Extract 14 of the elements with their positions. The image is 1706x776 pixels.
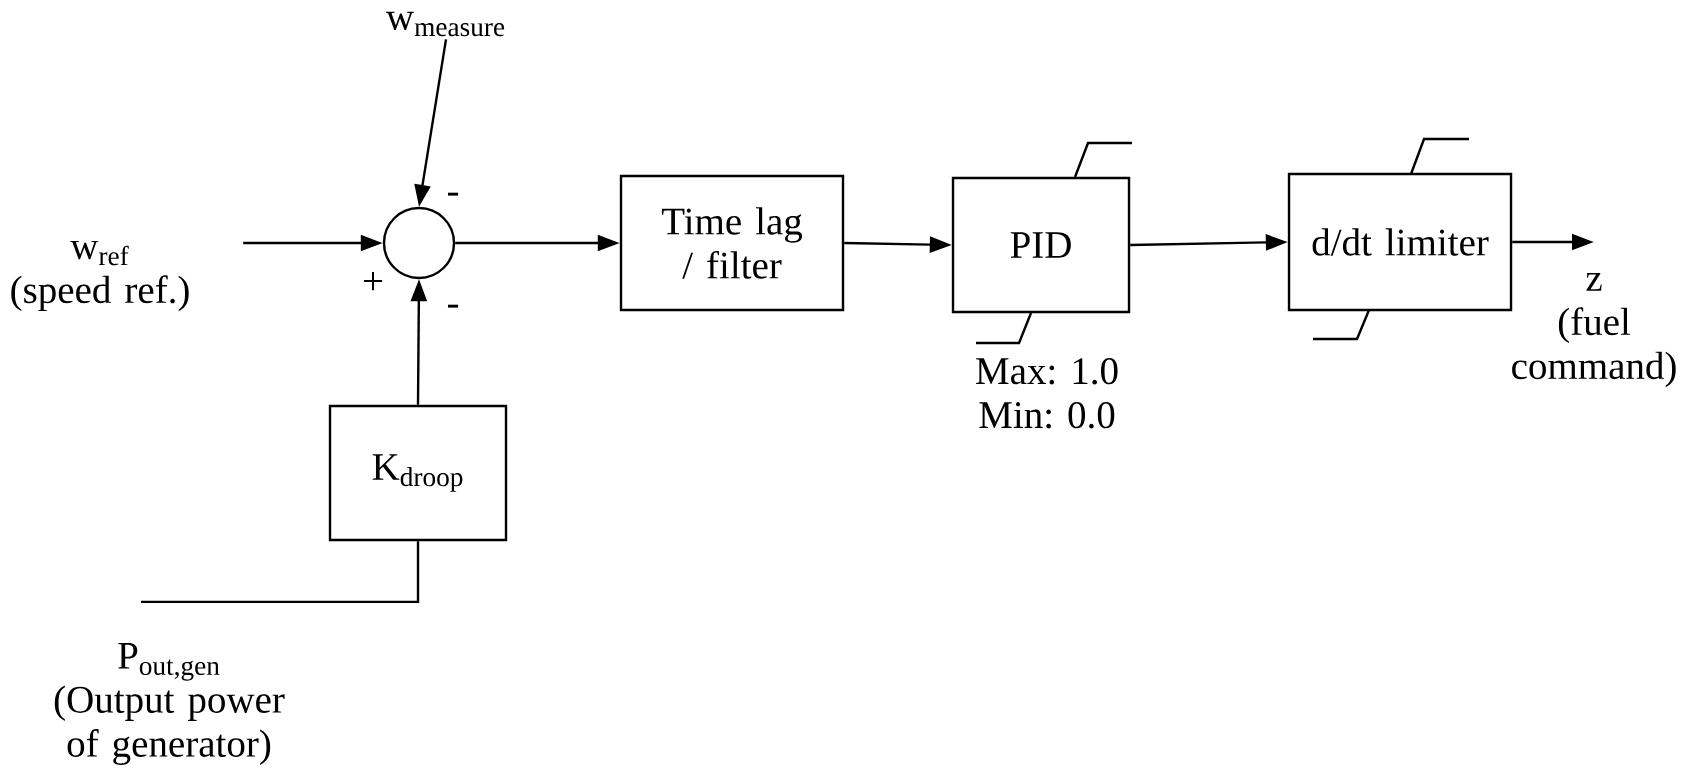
signal-label: w$_{measure}$: [386, 11, 505, 37]
block-box: d/dt limiter: [1287, 172, 1513, 312]
signal-label: w$_{ref}$ (speed ref.): [11, 240, 189, 312]
block-box: PID: [951, 176, 1131, 314]
sign-label: -: [447, 192, 459, 196]
sign-label: +: [363, 272, 383, 291]
signal-label: P$_{out,gen}$ (Output power of generator): [54, 643, 285, 765]
block-box: K$_{droop}$: [328, 404, 508, 542]
limit-value: Min: 0.0: [979, 401, 1115, 429]
limit-value: Max: 1.0: [976, 357, 1118, 385]
block-box: Time lag / filter: [619, 174, 845, 312]
sign-label: -: [447, 304, 459, 308]
signal-label: z (fuel command): [1512, 272, 1676, 388]
summing-junction: [382, 206, 456, 280]
